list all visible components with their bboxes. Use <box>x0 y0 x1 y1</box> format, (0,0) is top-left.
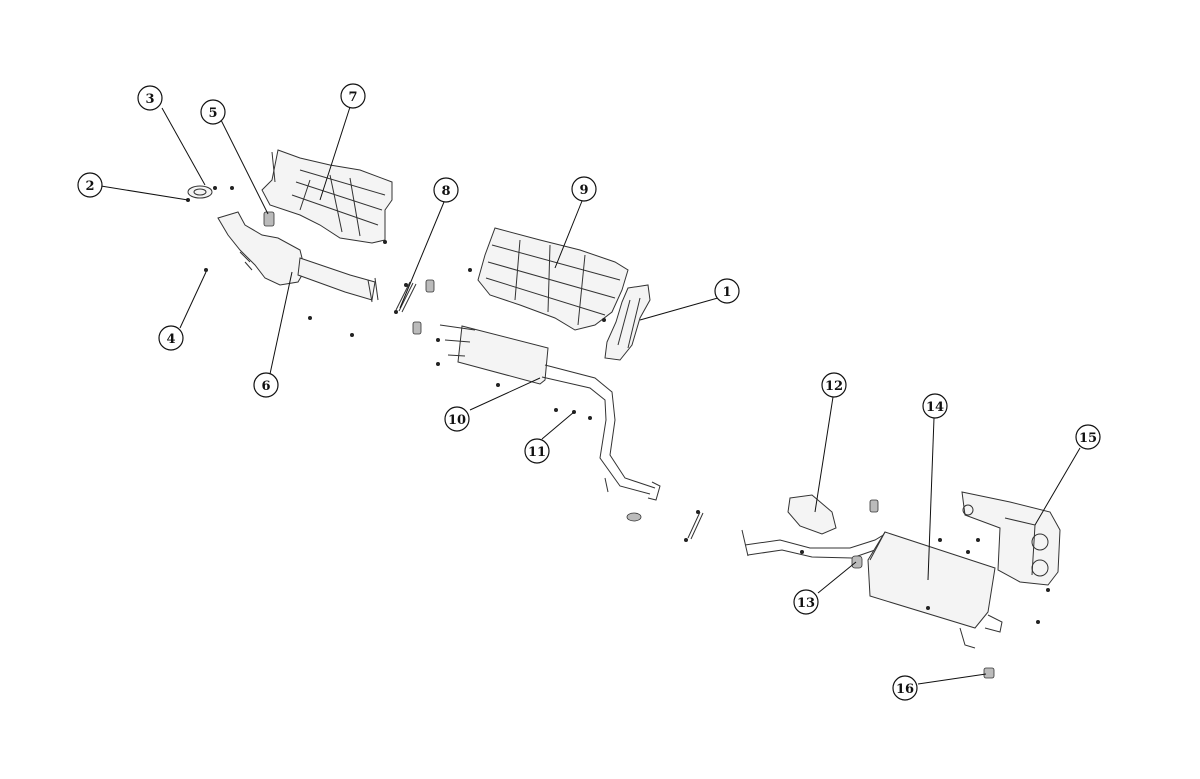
part-rear-heat-shield <box>961 491 1061 586</box>
part-rubber-mount <box>851 499 879 569</box>
svg-text:1: 1 <box>722 285 731 300</box>
svg-text:11: 11 <box>528 445 546 460</box>
part-clip <box>983 667 995 679</box>
callout-13: 13 <box>793 589 819 615</box>
svg-text:8: 8 <box>441 184 450 199</box>
svg-text:4: 4 <box>166 332 175 347</box>
svg-text:15: 15 <box>1079 431 1097 446</box>
svg-text:16: 16 <box>896 682 914 697</box>
part-spring-gasket <box>395 279 435 335</box>
part-ring-clamp <box>626 511 704 540</box>
callout-7: 7 <box>340 83 366 109</box>
callout-5: 5 <box>200 99 226 125</box>
callout-11: 11 <box>524 438 550 464</box>
callout-14: 14 <box>922 393 948 419</box>
svg-text:12: 12 <box>825 379 843 394</box>
callout-1: 1 <box>714 278 740 304</box>
callout-10: 10 <box>444 406 470 432</box>
svg-text:3: 3 <box>145 92 154 107</box>
callout-16: 16 <box>892 675 918 701</box>
svg-text:13: 13 <box>797 596 815 611</box>
part-intermediate-muffler <box>439 324 661 501</box>
part-rear-pipe-bracket <box>741 494 886 559</box>
svg-text:9: 9 <box>579 183 588 198</box>
part-catalytic-converter <box>217 211 379 303</box>
callout-4: 4 <box>158 325 184 351</box>
callout-3: 3 <box>137 85 163 111</box>
part-gasket-plate <box>604 284 651 361</box>
svg-text:6: 6 <box>261 379 270 394</box>
callout-12: 12 <box>821 372 847 398</box>
part-middle-heat-shield <box>477 227 629 331</box>
leader-lines <box>100 106 1081 685</box>
svg-text:2: 2 <box>85 179 94 194</box>
part-rear-muffler <box>867 531 1003 649</box>
callout-9: 9 <box>571 176 597 202</box>
svg-text:10: 10 <box>448 413 466 428</box>
part-clamp-small <box>263 211 275 227</box>
svg-text:7: 7 <box>348 90 357 105</box>
callout-8: 8 <box>433 177 459 203</box>
callout-6: 6 <box>253 372 279 398</box>
svg-text:14: 14 <box>926 400 944 415</box>
part-flange-gasket <box>187 185 213 199</box>
part-front-heat-shield <box>261 149 393 244</box>
callout-15: 15 <box>1075 424 1101 450</box>
svg-text:5: 5 <box>208 106 217 121</box>
callout-2: 2 <box>77 172 103 198</box>
